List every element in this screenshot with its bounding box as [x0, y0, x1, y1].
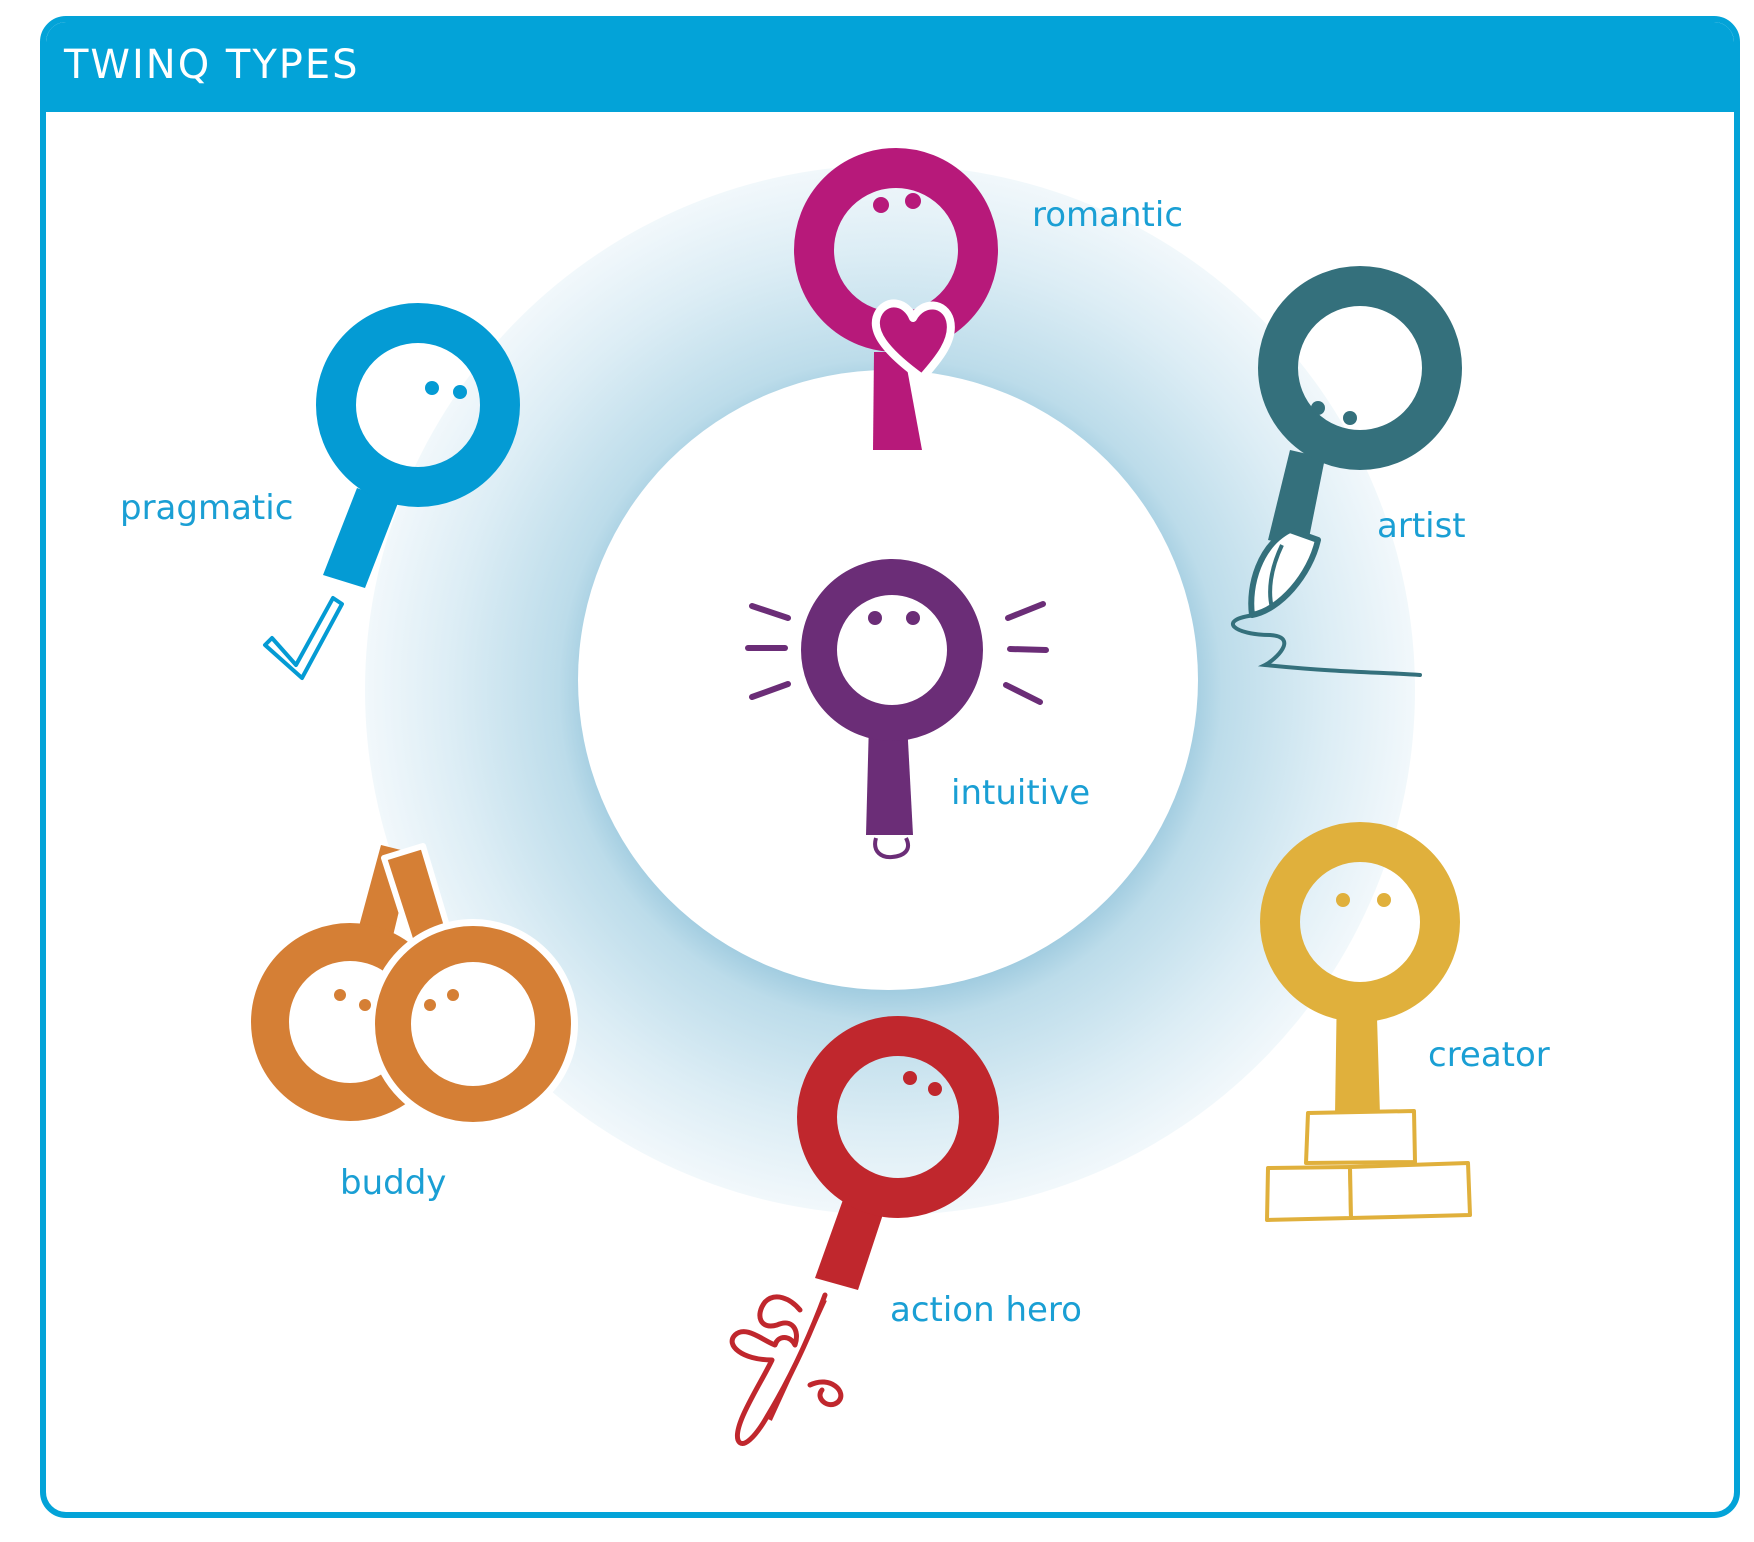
creator-icon [1260, 822, 1472, 1222]
label-action-hero: action hero [890, 1290, 1082, 1330]
label-pragmatic: pragmatic [120, 488, 294, 528]
label-creator: creator [1428, 1035, 1550, 1075]
action-hero-icon [729, 1016, 999, 1446]
romantic-icon [794, 148, 998, 450]
label-buddy: buddy [340, 1163, 447, 1203]
inner-disk [578, 370, 1198, 990]
label-romantic: romantic [1032, 195, 1184, 235]
buddy-icon [251, 843, 578, 1129]
intuitive-icon [745, 559, 1049, 860]
label-intuitive: intuitive [951, 773, 1091, 813]
artist-icon [1231, 266, 1462, 677]
label-artist: artist [1377, 506, 1466, 546]
panel-header: TWINQ TYPES [46, 22, 1734, 112]
pragmatic-icon [263, 303, 520, 680]
panel-title: TWINQ TYPES [64, 42, 360, 88]
